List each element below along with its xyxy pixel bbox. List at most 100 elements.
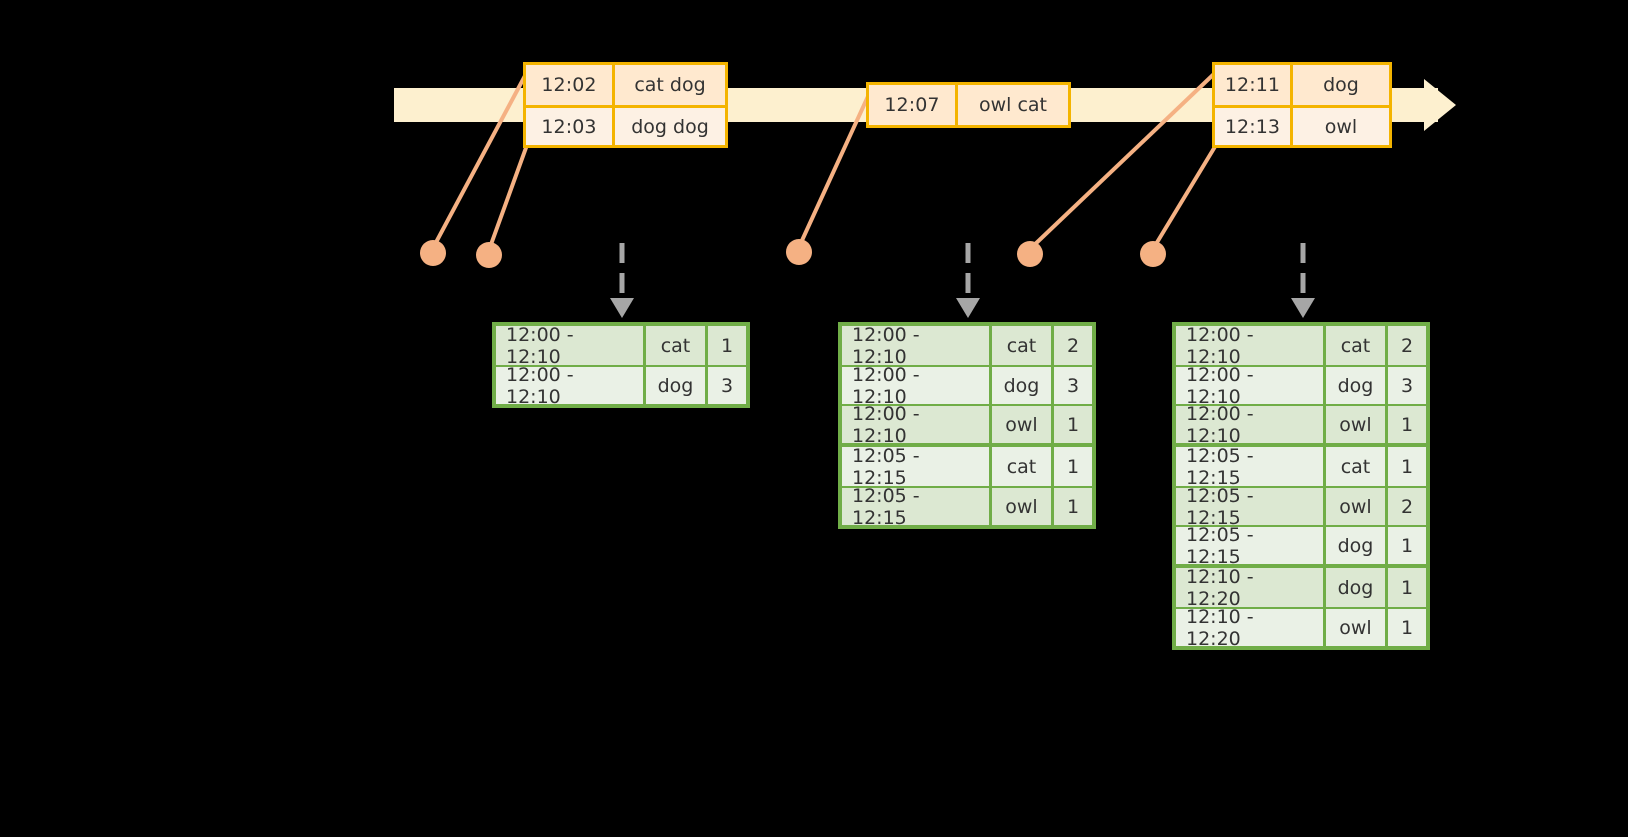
- event-time: 12:07: [869, 85, 958, 125]
- event-row: 12:11 dog: [1215, 65, 1389, 105]
- count-cell: 1: [1400, 413, 1414, 436]
- count-cell: 1: [1066, 455, 1080, 478]
- event-words: owl cat: [978, 94, 1048, 116]
- count-cell: 3: [1066, 374, 1080, 397]
- event-box-2: 12:07 owl cat: [866, 82, 1071, 128]
- word-cell: owl: [1326, 609, 1388, 646]
- event-row: 12:03 dog dog: [526, 105, 725, 145]
- event-row: 12:07 owl cat: [869, 85, 1068, 125]
- count-cell: 1: [1066, 413, 1080, 436]
- event-row: 12:13 owl: [1215, 105, 1389, 145]
- word-cell: dog: [1326, 527, 1388, 564]
- window-cell: 12:10 - 12:20: [1176, 566, 1326, 610]
- timeline-arrowhead-icon: [1424, 79, 1456, 131]
- connector-dot-1207: [786, 239, 812, 265]
- dash-arrow-to-table-1: [610, 243, 634, 318]
- word-cell: cat: [992, 447, 1054, 486]
- event-time: 12:11: [1215, 65, 1293, 105]
- event-words: cat dog: [634, 74, 706, 96]
- window-cell: 12:00 - 12:10: [496, 364, 646, 408]
- window-cell: 12:00 - 12:10: [842, 324, 992, 368]
- count-cell: 1: [720, 334, 734, 357]
- event-words: dog: [1323, 74, 1359, 96]
- count-cell: 2: [1400, 495, 1414, 518]
- event-row: 12:02 cat dog: [526, 65, 725, 105]
- connector-line-1211: [1028, 70, 1218, 251]
- dash-arrow-to-table-2: [956, 243, 980, 318]
- count-cell: 1: [1400, 455, 1414, 478]
- word-cell: dog: [1326, 568, 1388, 607]
- count-cell: 1: [1400, 576, 1414, 599]
- window-cell: 12:00 - 12:10: [842, 403, 992, 447]
- count-cell: 3: [720, 374, 734, 397]
- connector-dot-1211: [1017, 241, 1043, 267]
- word-cell: dog: [992, 367, 1054, 404]
- word-cell: cat: [646, 326, 708, 365]
- event-words: owl: [1324, 115, 1358, 138]
- word-cell: dog: [646, 367, 708, 404]
- window-cell: 12:00 - 12:10: [496, 324, 646, 368]
- window-cell: 12:05 - 12:15: [1176, 445, 1326, 489]
- count-cell: 1: [1400, 616, 1414, 639]
- word-cell: cat: [992, 326, 1054, 365]
- count-cell: 3: [1400, 374, 1414, 397]
- window-cell: 12:00 - 12:10: [1176, 324, 1326, 368]
- connector-dot-1203: [476, 242, 502, 268]
- connector-line-1207: [797, 91, 872, 248]
- connector-line-1203: [487, 144, 529, 251]
- event-time: 12:02: [526, 65, 615, 105]
- event-words: dog dog: [631, 115, 709, 138]
- connector-dot-1202: [420, 240, 446, 266]
- connector-line-1213: [1151, 143, 1218, 251]
- word-cell: cat: [1326, 447, 1388, 486]
- window-cell: 12:00 - 12:10: [1176, 403, 1326, 447]
- window-cell: 12:05 - 12:15: [842, 445, 992, 489]
- window-cell: 12:05 - 12:15: [842, 485, 992, 529]
- window-cell: 12:10 - 12:20: [1176, 606, 1326, 650]
- event-box-1: 12:02 cat dog 12:03 dog dog: [523, 62, 728, 148]
- word-cell: owl: [1326, 488, 1388, 525]
- word-cell: owl: [1326, 406, 1388, 443]
- connector-dot-1213: [1140, 241, 1166, 267]
- window-cell: 12:00 - 12:10: [1176, 364, 1326, 408]
- word-cell: owl: [992, 488, 1054, 525]
- event-time: 12:13: [1215, 108, 1293, 145]
- dash-arrow-to-table-3: [1291, 243, 1315, 318]
- count-cell: 2: [1400, 334, 1414, 357]
- count-cell: 2: [1066, 334, 1080, 357]
- event-box-3: 12:11 dog 12:13 owl: [1212, 62, 1392, 148]
- word-cell: owl: [992, 406, 1054, 443]
- window-cell: 12:00 - 12:10: [842, 364, 992, 408]
- word-cell: dog: [1326, 367, 1388, 404]
- count-cell: 1: [1066, 495, 1080, 518]
- connector-line-1202: [431, 71, 529, 249]
- window-cell: 12:05 - 12:15: [1176, 524, 1326, 568]
- window-cell: 12:05 - 12:15: [1176, 485, 1326, 529]
- event-time: 12:03: [526, 108, 615, 145]
